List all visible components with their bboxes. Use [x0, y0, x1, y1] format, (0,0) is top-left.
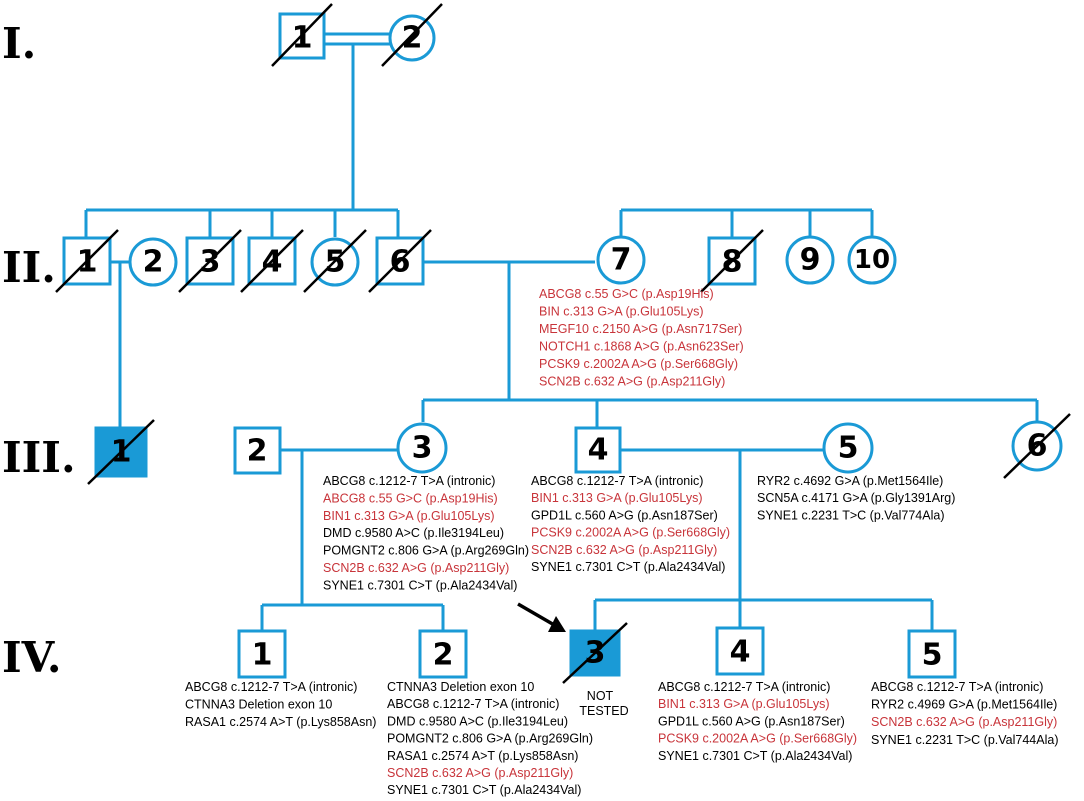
variant-entry: SCN2B c.632 A>G (p.Asp211Gly) — [539, 375, 725, 389]
svg-text:1: 1 — [252, 638, 273, 673]
variant-entry: SCN2B c.632 A>G (p.Asp211Gly) — [387, 766, 573, 780]
individual-III-2: 2 — [233, 426, 282, 475]
variant-list-IV-4: ABCG8 c.1212-7 T>A (intronic) BIN1 c.313 … — [658, 680, 857, 763]
variant-entry: CTNNA3 Deletion exon 10 — [387, 680, 534, 694]
variant-list-II-7: ABCG8 c.55 G>C (p.Asp19His) BIN c.313 G>A… — [539, 287, 744, 389]
variant-list-III-4: ABCG8 c.1212-7 T>A (intronic) BIN1 c.313 … — [531, 474, 730, 574]
variant-entry: DMD c.9580 A>C (p.Ile3194Leu) — [387, 714, 568, 728]
variant-entry: SYNE1 c.2231 T>C (p.Val744Ala) — [871, 733, 1059, 747]
individual-III-5: 5 — [822, 422, 874, 474]
variant-entry: SCN5A c.4171 G>A (p.Gly1391Arg) — [757, 491, 955, 505]
proband-arrow-icon — [517, 602, 566, 632]
variant-entry: SYNE1 c.7301 C>T (p.Ala2434Val) — [531, 560, 725, 574]
variant-entry: SYNE1 c.7301 C>T (p.Ala2434Val) — [323, 578, 517, 592]
variant-entry: SYNE1 c.7301 C>T (p.Ala2434Val) — [387, 783, 581, 797]
variant-entry: RASA1 c.2574 A>T (p.Lys858Asn) — [387, 749, 578, 763]
individual-III-6: 6 — [1003, 413, 1071, 479]
variant-entry: BIN c.313 G>A (p.Glu105Lys) — [539, 305, 704, 319]
variant-entry: POMGNT2 c.806 G>A (p.Arg269Gln) — [387, 732, 593, 746]
not-tested-label-line1: NOT — [587, 689, 614, 703]
variant-entry: NOTCH1 c.1868 A>G (p.Asn623Ser) — [539, 340, 744, 354]
variant-entry: MEGF10 c.2150 A>G (p.Asn717Ser) — [539, 322, 742, 336]
svg-text:2: 2 — [247, 434, 268, 469]
variant-entry: POMGNT2 c.806 G>A (p.Arg269Gln) — [323, 544, 529, 558]
variant-entry: BIN1 c.313 G>A (p.Glu105Lys) — [658, 697, 830, 711]
generation-label-3: III. — [2, 433, 76, 482]
generation-label-4: IV. — [2, 633, 62, 682]
variant-entry: ABCG8 c.1212-7 T>A (intronic) — [387, 697, 559, 711]
variant-entry: SCN2B c.632 A>G (p.Asp211Gly) — [323, 561, 509, 575]
individual-II-2: 2 — [128, 237, 178, 287]
individual-II-6: 6 — [368, 229, 432, 293]
variant-entry: ABCG8 c.1212-7 T>A (intronic) — [871, 680, 1043, 694]
variant-entry: SYNE1 c.7301 C>T (p.Ala2434Val) — [658, 749, 852, 763]
variant-entry: GPD1L c.560 A>G (p.Asn187Ser) — [531, 508, 718, 522]
variant-list-III-3: ABCG8 c.1212-7 T>A (intronic) ABCG8 c.55 … — [323, 474, 529, 592]
not-tested-label-line2: TESTED — [579, 704, 628, 718]
individual-IV-5: 5 — [907, 629, 957, 679]
variant-list-IV-1: ABCG8 c.1212-7 T>A (intronic) CTNNA3 Dele… — [185, 680, 376, 729]
svg-text:5: 5 — [838, 431, 859, 466]
variant-entry: ABCG8 c.55 G>C (p.Asp19His) — [539, 287, 714, 301]
individual-II-3: 3 — [178, 229, 242, 293]
variant-entry: GPD1L c.560 A>G (p.Asn187Ser) — [658, 714, 845, 728]
individual-III-1: 1 — [87, 419, 155, 485]
individual-II-7: 7 — [596, 235, 646, 285]
individual-IV-2: 2 — [418, 629, 468, 679]
generation-label-2: II. — [2, 243, 56, 292]
svg-text:4: 4 — [730, 635, 751, 670]
generation-label-1: I. — [2, 19, 36, 68]
svg-text:2: 2 — [433, 638, 454, 673]
individual-I-1: 1 — [271, 3, 333, 67]
individual-II-10: 10 — [847, 235, 897, 285]
variant-entry: RASA1 c.2574 A>T (p.Lys858Asn) — [185, 715, 376, 729]
variant-entry: ABCG8 c.1212-7 T>A (intronic) — [323, 474, 495, 488]
variant-entry: RYR2 c.4692 G>A (p.Met1564Ile) — [757, 474, 943, 488]
individual-I-2: 2 — [381, 3, 443, 67]
variant-entry: ABCG8 c.1212-7 T>A (intronic) — [658, 680, 830, 694]
individual-IV-4: 4 — [715, 626, 765, 676]
individual-IV-3: 3 — [562, 622, 628, 684]
variant-list-IV-2: CTNNA3 Deletion exon 10 ABCG8 c.1212-7 T>… — [387, 680, 593, 797]
variant-entry: PCSK9 c.2002A A>G (p.Ser668Gly) — [531, 526, 730, 540]
svg-text:2: 2 — [143, 245, 164, 280]
variant-entry: PCSK9 c.2002A A>G (p.Ser668Gly) — [658, 732, 857, 746]
variant-entry: SCN2B c.632 A>G (p.Asp211Gly) — [531, 543, 717, 557]
individual-II-9: 9 — [785, 235, 835, 285]
variant-entry: BIN1 c.313 G>A (p.Glu105Lys) — [531, 491, 703, 505]
variant-entry: ABCG8 c.1212-7 T>A (intronic) — [185, 680, 357, 694]
individual-III-3: 3 — [396, 422, 448, 474]
individual-IV-1: 1 — [237, 629, 287, 679]
individual-II-1: 1 — [55, 229, 119, 293]
svg-text:10: 10 — [854, 245, 890, 275]
variant-entry: BIN1 c.313 G>A (p.Glu105Lys) — [323, 509, 495, 523]
variant-entry: SYNE1 c.2231 T>C (p.Val774Ala) — [757, 508, 945, 522]
svg-text:7: 7 — [611, 243, 632, 278]
svg-text:9: 9 — [800, 243, 821, 278]
variant-entry: CTNNA3 Deletion exon 10 — [185, 698, 332, 712]
variant-entry: RYR2 c.4969 G>A (p.Met1564Ile) — [871, 698, 1057, 712]
individual-III-4: 4 — [574, 426, 622, 474]
pedigree-lines — [84, 32, 1039, 631]
individual-II-8: 8 — [700, 229, 764, 293]
variant-list-III-5: RYR2 c.4692 G>A (p.Met1564Ile) SCN5A c.41… — [757, 474, 955, 522]
variant-entry: DMD c.9580 A>C (p.Ile3194Leu) — [323, 526, 504, 540]
svg-text:4: 4 — [588, 433, 609, 468]
variant-entry: ABCG8 c.1212-7 T>A (intronic) — [531, 474, 703, 488]
svg-text:5: 5 — [922, 638, 943, 673]
individual-II-5: 5 — [303, 229, 367, 293]
individual-II-4: 4 — [240, 229, 304, 293]
variant-entry: ABCG8 c.55 G>C (p.Asp19His) — [323, 491, 498, 505]
variant-list-IV-5: ABCG8 c.1212-7 T>A (intronic) RYR2 c.4969… — [871, 680, 1059, 747]
variant-entry: SCN2B c.632 A>G (p.Asp211Gly) — [871, 715, 1057, 729]
variant-entry: PCSK9 c.2002A A>G (p.Ser668Gly) — [539, 357, 738, 371]
svg-text:3: 3 — [412, 431, 433, 466]
